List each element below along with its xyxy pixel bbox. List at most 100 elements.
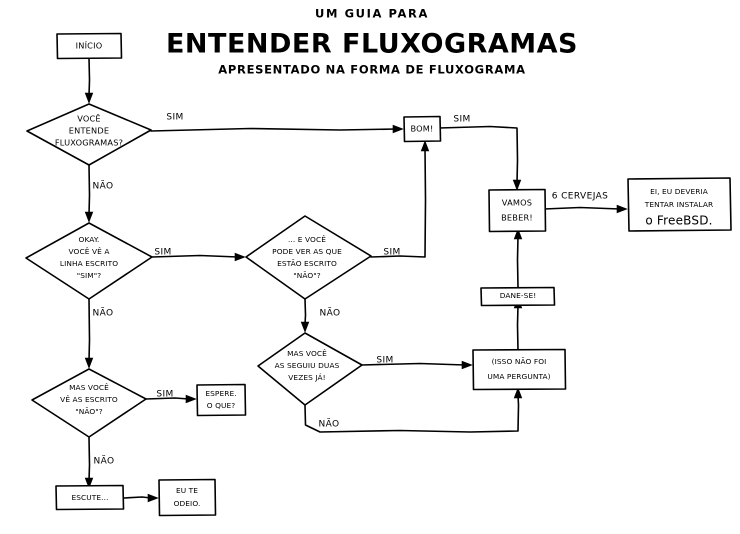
edge-masvoce-sim [145, 397, 190, 400]
node-evoce-pode-ver[interactable]: ... E VOCÊ PODE VER AS QUE ESTÃO ESCRITO… [245, 215, 372, 300]
edge-evoce-nao [304, 298, 307, 326]
arrowhead-masvoce-sim [185, 394, 197, 404]
edge-label-evoce-nao: NÃO [319, 308, 340, 319]
entende-line-1: VOCÊ [77, 113, 101, 124]
node-instalar-freebsd[interactable]: EI, EU DEVERIA TENTAR INSTALAR o FreeBSD… [627, 177, 732, 232]
edge-escute-odeio [123, 496, 152, 499]
beber-box[interactable] [488, 188, 547, 233]
edge-label-seguiu-nao: NÃO [318, 419, 339, 430]
arrowhead-masvoce-nao [84, 477, 94, 489]
node-entende-fluxogramas[interactable]: VOCÊ ENTENDE FLUXOGRAMAS? [26, 103, 152, 166]
danese-box[interactable] [480, 286, 556, 307]
edge-label-masvoce-sim: SIM [156, 390, 173, 400]
node-escute[interactable]: ESCUTE... [55, 484, 125, 511]
edge-inicio-entende [88, 57, 91, 97]
node-dane-se[interactable]: DANE-SE! [480, 286, 556, 307]
pergunta-box[interactable] [472, 348, 567, 391]
edge-label-beber-cervejas: 6 CERVEJAS [552, 192, 609, 202]
entende-line-3: FLUXOGRAMAS? [55, 138, 123, 148]
node-vamos-beber[interactable]: VAMOS BEBER! [488, 188, 547, 233]
okay-line-2: VOCÊ VÊ A [69, 247, 110, 256]
freebsd-line-2: TENTAR INSTALAR [644, 200, 714, 209]
odeio-box[interactable] [158, 478, 217, 517]
edge-okay-nao [88, 298, 91, 362]
node-inicio[interactable]: INÍCIO [56, 32, 123, 60]
entende-diamond[interactable] [26, 103, 152, 166]
connectors [84, 57, 628, 503]
pergunta-line-1: (ISSO NÃO FOI [492, 357, 547, 366]
node-espere-o-que[interactable]: ESPERE. O QUE? [196, 383, 247, 417]
seguiu-diamond[interactable] [257, 332, 363, 406]
evoce-line-3: ESTÃO ESCRITO [277, 259, 337, 268]
arrowhead-okay-sim [234, 252, 246, 262]
entende-line-2: ENTENDE [69, 126, 109, 136]
arrowhead-seguiu-sim [461, 360, 473, 370]
node-eu-te-odeio[interactable]: EU TE ODEIO. [158, 478, 217, 517]
edge-label-entende-nao: NÃO [92, 181, 113, 192]
arrowhead-danese-beber [513, 228, 523, 240]
node-okay-linha-sim[interactable]: OKAY. VOCÊ VÊ A LINHA ESCRITO "SIM"? [25, 222, 153, 300]
evoce-line-2: PODE VER AS QUE [272, 247, 342, 256]
arrowhead-evoce-sim [420, 140, 430, 152]
masvoce-nao-line-1: MAS VOCÊ [69, 383, 109, 392]
title-block: UM GUIA PARA ENTENDER FLUXOGRAMAS APRESE… [166, 7, 578, 77]
freebsd-line-1: EI, EU DEVERIA [650, 187, 708, 196]
edge-evoce-sim [370, 147, 427, 258]
edge-label-okay-nao: NÃO [92, 308, 113, 319]
espere-line-2: O QUE? [207, 401, 236, 410]
node-isso-nao-foi-pergunta[interactable]: (ISSO NÃO FOI UMA PERGUNTA) [472, 348, 567, 391]
edge-bom-sim [438, 125, 519, 184]
arrowhead-bom-sim [512, 179, 522, 191]
freebsd-line-3: o FreeBSD. [645, 214, 712, 228]
edge-labels: SIM NÃO SIM NÃO SIM NÃO SIM NÃO SIM NÃO … [92, 113, 609, 467]
edge-entende-sim [150, 127, 397, 132]
inicio-label: INÍCIO [76, 40, 103, 51]
evoce-line-4: "NÃO"? [293, 271, 321, 280]
node-seguiu-duas-vezes[interactable]: MAS VOCÊ AS SEGUIU DUAS VEZES JÁ! [257, 332, 363, 406]
arrowhead-seguiu-nao [513, 387, 523, 399]
arrowhead-entende-sim [392, 124, 404, 134]
masvoce-nao-line-3: "NÃO"? [75, 407, 103, 416]
arrowhead-evoce-nao [300, 321, 310, 333]
edge-danese-beber [516, 235, 519, 288]
danese-label: DANE-SE! [500, 291, 537, 300]
edge-label-seguiu-sim: SIM [376, 356, 393, 366]
evoce-line-1: ... E VOCÊ [288, 235, 326, 244]
beber-line-2: BEBER! [501, 213, 533, 223]
freebsd-box[interactable] [627, 177, 732, 232]
masvoce-nao-diamond[interactable] [31, 368, 147, 438]
page-title: ENTENDER FLUXOGRAMAS [166, 29, 578, 60]
odeio-line-1: EU TE [176, 486, 198, 495]
edge-entende-nao [88, 164, 91, 216]
edge-seguiu-nao [304, 394, 520, 433]
edge-label-evoce-sim: SIM [383, 248, 400, 258]
arrowhead-entende-nao [84, 211, 94, 223]
beber-line-1: VAMOS [502, 198, 532, 208]
pergunta-line-2: UMA PERGUNTA) [487, 372, 550, 381]
inicio-box[interactable] [56, 32, 123, 60]
bom-box[interactable] [403, 115, 442, 143]
escute-box[interactable] [55, 484, 125, 511]
edge-label-masvoce-nao: NÃO [93, 456, 114, 467]
arrowhead-beber-freebsd [616, 204, 628, 214]
edge-masvoce-nao [88, 436, 91, 482]
okay-line-4: "SIM"? [77, 271, 102, 280]
arrowhead-escute-odeio [147, 493, 159, 503]
espere-box[interactable] [196, 383, 247, 417]
arrowhead-inicio-entende [84, 92, 94, 104]
edge-pergunta-danese [516, 304, 519, 351]
seguiu-line-1: MAS VOCÊ [287, 349, 327, 358]
edge-label-entende-sim: SIM [166, 113, 183, 123]
edge-okay-sim [151, 254, 239, 258]
node-masvoce-ve-nao[interactable]: MAS VOCÊ VÊ AS ESCRITO "NÃO"? [31, 368, 147, 438]
odeio-line-2: ODEIO. [174, 499, 201, 508]
bom-label: BOM! [410, 124, 433, 134]
seguiu-line-3: VEZES JÁ! [288, 373, 325, 382]
node-bom[interactable]: BOM! [403, 115, 442, 143]
okay-diamond[interactable] [25, 222, 153, 300]
evoce-diamond[interactable] [245, 215, 372, 300]
masvoce-nao-line-2: VÊ AS ESCRITO [60, 395, 118, 404]
okay-line-3: LINHA ESCRITO [60, 259, 118, 268]
